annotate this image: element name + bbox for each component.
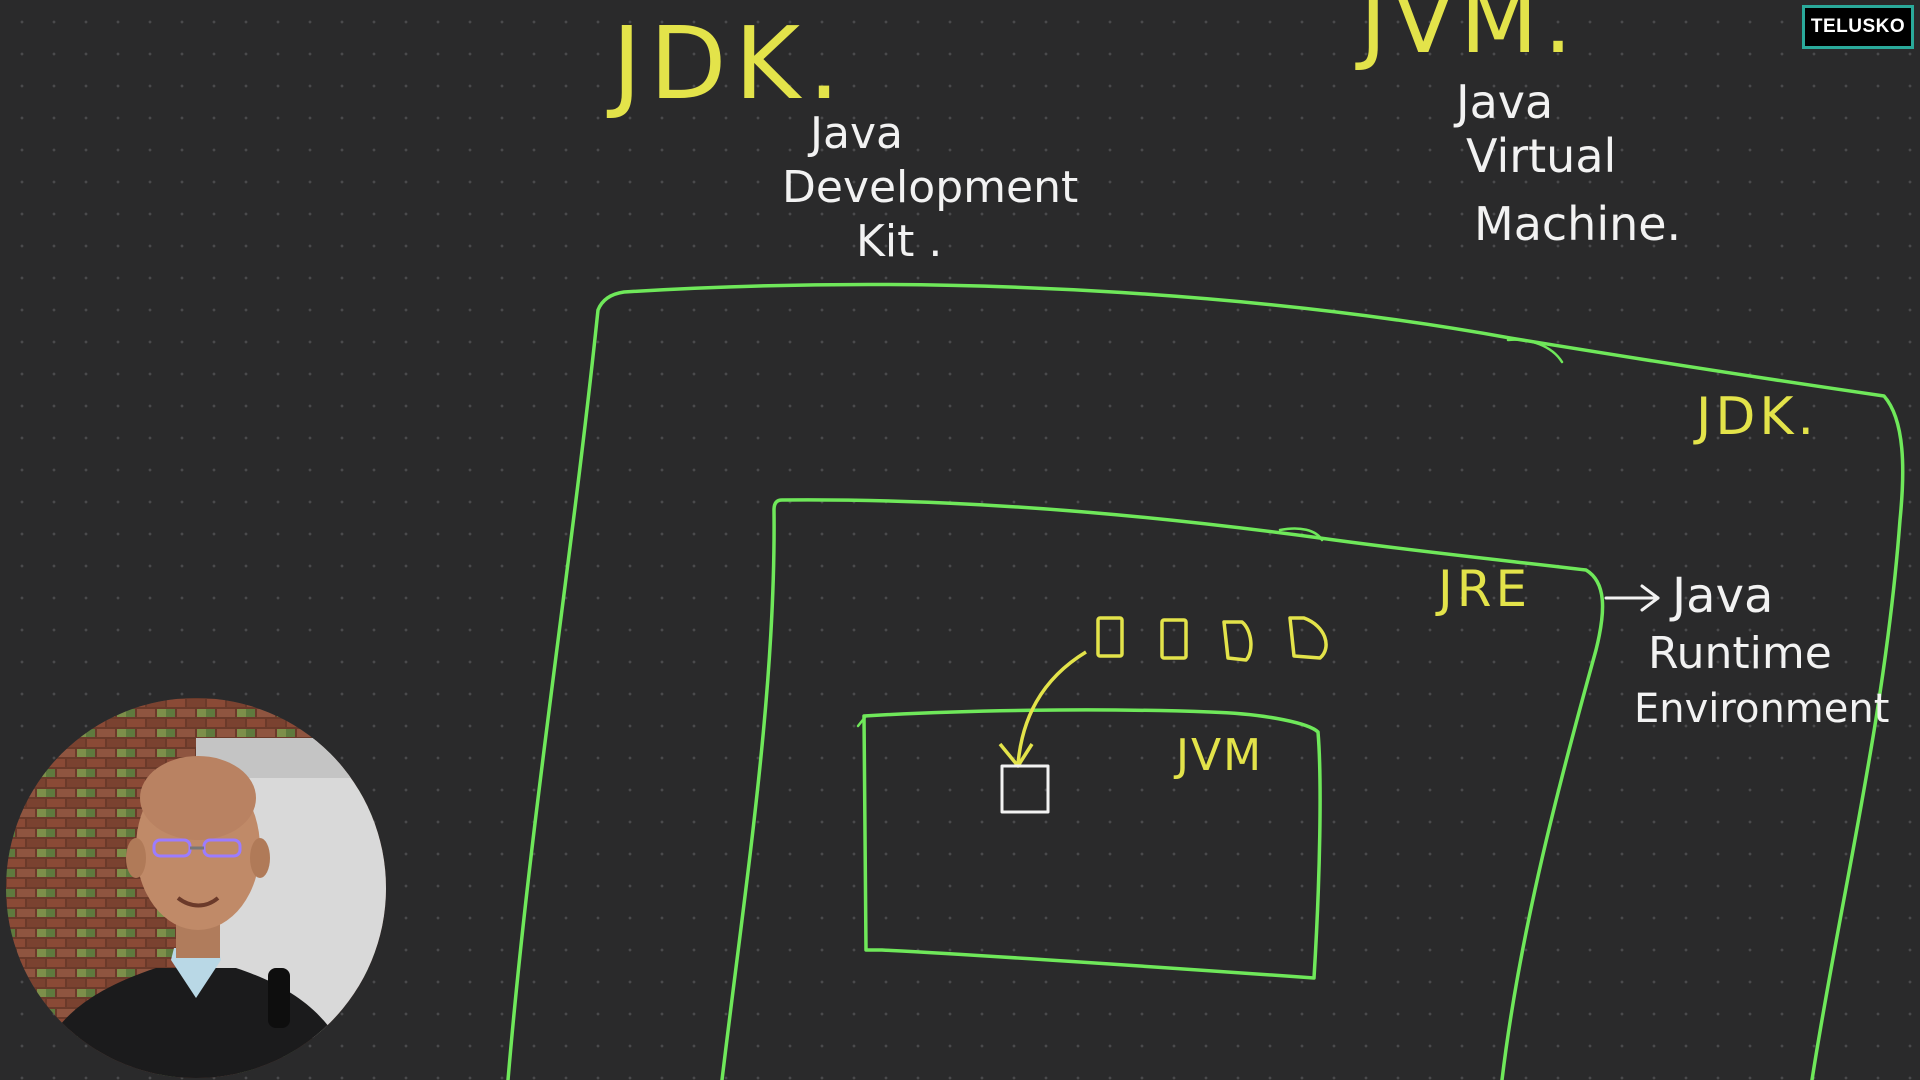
jvm-heading: JVM. xyxy=(1355,0,1578,74)
jvm-box-label: JVM xyxy=(1173,730,1263,781)
instructor-avatar xyxy=(6,698,386,1078)
jdk-definition-line-1: Java xyxy=(807,108,903,159)
jvm-inner-box-outline xyxy=(862,708,1322,980)
class-files xyxy=(1096,616,1328,662)
telusko-logo: TELUSKO xyxy=(1802,5,1914,49)
jvm-definition-line-2: Virtual xyxy=(1466,129,1616,183)
class-file-4 xyxy=(1288,616,1328,660)
jdk-outer-box-outline xyxy=(506,282,1905,1080)
class-file-2 xyxy=(1160,618,1188,660)
jdk-outer-box: JDK. xyxy=(506,282,1905,1080)
jdk-heading: JDK. xyxy=(606,5,848,122)
jre-expansion-line-3: Environment xyxy=(1634,686,1889,732)
class-file-1 xyxy=(1096,616,1124,658)
jre-expansion-line-2: Runtime xyxy=(1648,628,1832,679)
jre-expansion: Java Runtime Environment xyxy=(1634,568,1889,732)
loaded-class-square xyxy=(1000,764,1050,814)
jre-box-label: JRE xyxy=(1435,560,1531,618)
jvm-definition-line-3: Machine. xyxy=(1474,197,1681,251)
jdk-box-label: JDK. xyxy=(1693,387,1818,447)
jvm-definition-line-1: Java xyxy=(1453,75,1553,129)
webcam-overlay xyxy=(6,698,386,1078)
jdk-definition-line-3: Kit . xyxy=(856,216,942,267)
jre-arrow xyxy=(1604,584,1660,612)
jvm-inner-box: JVM xyxy=(856,708,1322,980)
jvm-definition: JVM. Java Virtual Machine. xyxy=(1355,0,1681,251)
jdk-definition-line-2: Development xyxy=(782,162,1078,213)
jre-middle-box: JRE xyxy=(720,498,1605,1080)
jdk-definition: JDK. Java Development Kit . xyxy=(606,5,1078,267)
jre-expansion-line-1: Java xyxy=(1669,568,1773,624)
class-file-3 xyxy=(1222,620,1253,662)
jre-middle-box-outline xyxy=(720,498,1605,1080)
